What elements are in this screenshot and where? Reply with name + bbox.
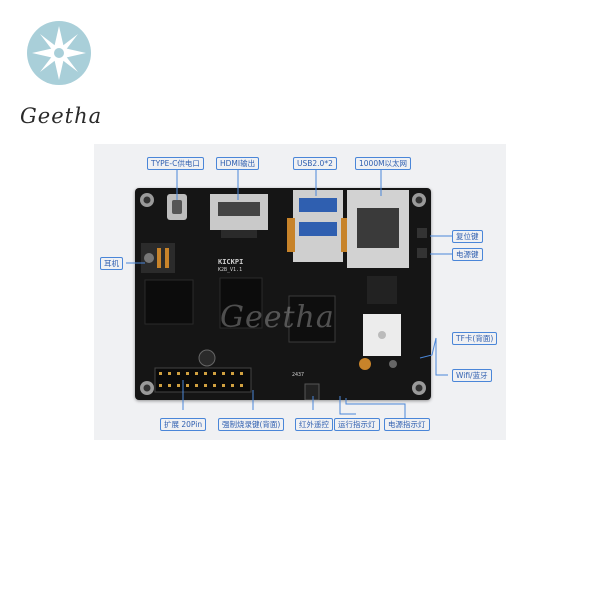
label-headphone: 耳机 [100,257,123,270]
label-power-key: 电源键 [452,248,483,261]
label-ir: 红外遥控 [295,418,333,431]
label-type-c: TYPE-C供电口 [147,157,204,170]
board-illustration [140,190,427,401]
label-power-led: 电源指示灯 [384,418,430,431]
label-tf-card: TF卡(背面) [452,332,498,345]
label-hdmi: HDMI输出 [216,157,260,170]
board-silkscreen: 2437 [292,372,305,378]
label-usb: USB2.0*2 [293,157,337,170]
label-ethernet: 1000M以太网 [355,157,412,170]
label-reset: 复位键 [452,230,483,243]
label-wifi-bt: Wifi/蓝牙 [452,369,492,382]
circuit-board [135,188,431,401]
geetha-logo: Geetha [18,20,108,128]
label-run-led: 运行指示灯 [334,418,380,431]
label-recovery: 强制烧录键(背面) [218,418,285,431]
watermark: Geetha [220,300,335,335]
snowflake-compass-logo-icon [27,21,91,85]
label-expansion: 扩展 20Pin [160,418,207,431]
board-version: K2B_V1.1 [218,267,243,273]
brand-name: Geetha [20,104,103,128]
board-model: KICKPI [218,258,244,266]
